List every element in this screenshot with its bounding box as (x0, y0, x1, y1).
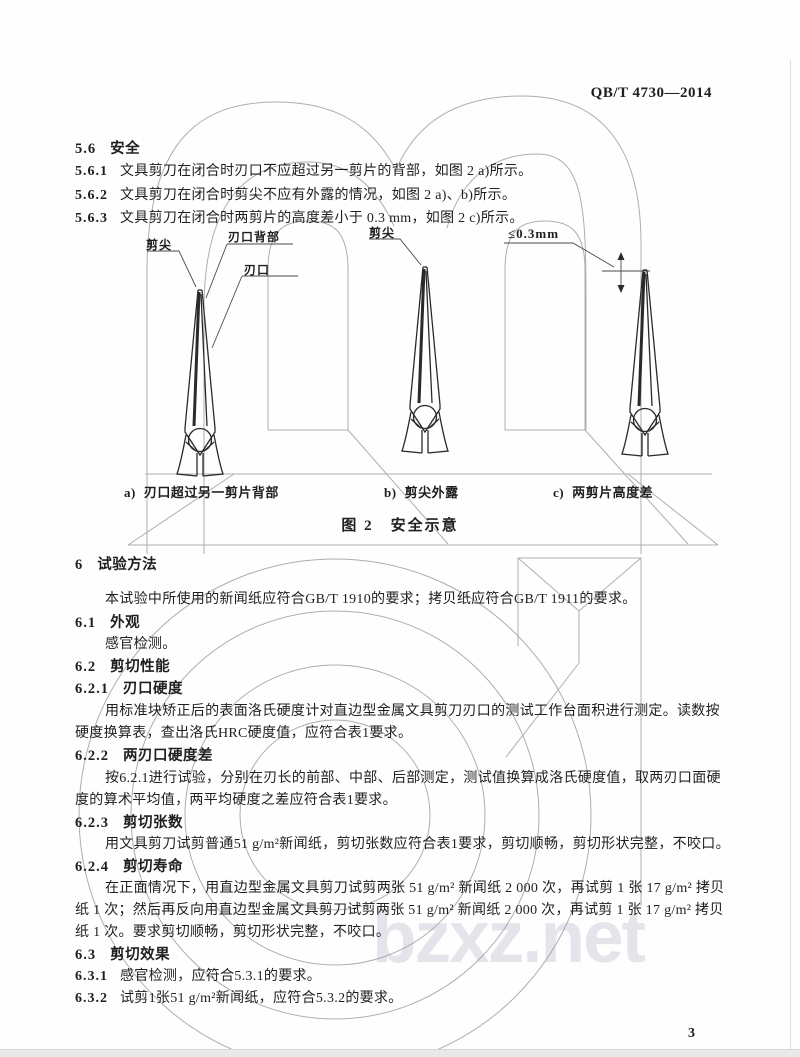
door-arch-a (267, 220, 349, 431)
viewer-bottom-edge (0, 1049, 800, 1057)
clause-number: 5.6 (75, 141, 97, 157)
figure-caption-b: b)剪尖外露 (384, 485, 459, 500)
figure-caption-c: c)两剪片高度差 (553, 485, 654, 500)
watermark-circle-3 (130, 610, 540, 1020)
site-watermark: bzxz.net (372, 897, 646, 978)
label-scissor-tip-a: 剪尖 (146, 238, 173, 252)
watermark-circle-1 (239, 719, 431, 911)
clause-6-2-2-line1: 按6.2.1进行试验，分别在刃长的前部、中部、后部测定，测试值换算成洛氏硬度值，… (105, 771, 721, 786)
arch-m-inner-left (203, 161, 395, 554)
arch-m-outline (146, 95, 642, 554)
clause-6-intro: 本试验中所使用的新闻纸应符合GB/T 1910的要求；拷贝纸应符合GB/T 19… (105, 592, 637, 607)
clause-6-2-4-line3: 纸 1 次。要求剪切顺畅，剪切形状完整，不咬口。 (75, 925, 391, 940)
watermark-circle-4 (78, 558, 592, 1057)
figure-2-title: 图 2 安全示意 (341, 518, 459, 534)
label-height-limit: ≤0.3mm (508, 226, 560, 241)
page-number: 3 (688, 1026, 695, 1041)
leader-lines (147, 238, 650, 349)
clause-6-2-1-line2: 硬度换算表，查出洛氏HRC硬度值，应符合表1要求。 (75, 726, 413, 741)
figure-caption-a: a)刃口超过另一剪片背部 (124, 485, 279, 500)
height-diff-arrows (617, 252, 625, 293)
clause-6-2-3-line1: 用文具剪刀试剪普通51 g/m²新闻纸，剪切张数应符合表1要求，剪切顺畅，剪切形… (105, 837, 730, 852)
clause-title: 安全 (110, 141, 141, 157)
watermark-circle-2 (184, 664, 486, 966)
standard-number: QB/T 4730—2014 (590, 85, 712, 101)
clause-5-6-heading: 5.6 安全 (75, 137, 140, 158)
figure-ground-lines (127, 473, 719, 546)
label-cutting-edge: 刃口 (244, 263, 271, 277)
clause-6-2-2-line2: 度的算术平均值，两平均硬度之差应符合表1要求。 (75, 793, 397, 808)
label-blade-back: 刃口背部 (228, 230, 281, 244)
scissors-b-diagram (400, 265, 450, 455)
scissors-c-diagram (620, 268, 670, 458)
clause-6-2-4-line1: 在正面情况下，用直边型金属文具剪刀试剪两张 51 g/m² 新闻纸 2 000 … (105, 881, 725, 896)
clause-6-1-body: 感官检测。 (105, 637, 177, 652)
page-right-edge (790, 60, 791, 1050)
clause-6-2-1-line1: 用标准块矫正后的表面洛氏硬度计对直边型金属文具剪刀刃口的测试工作台面积进行测定。… (105, 704, 720, 719)
label-scissor-tip-b: 剪尖 (369, 226, 396, 240)
arch-m-inner-right (446, 153, 587, 430)
door-arch-b (504, 220, 586, 431)
prism-sketch (505, 557, 642, 906)
scissors-a-diagram (175, 288, 225, 478)
clause-6-2-4-line2: 纸 1 次；然后再反向用直边型金属文具剪刀试剪两张 51 g/m² 新闻纸 2 … (75, 903, 724, 918)
